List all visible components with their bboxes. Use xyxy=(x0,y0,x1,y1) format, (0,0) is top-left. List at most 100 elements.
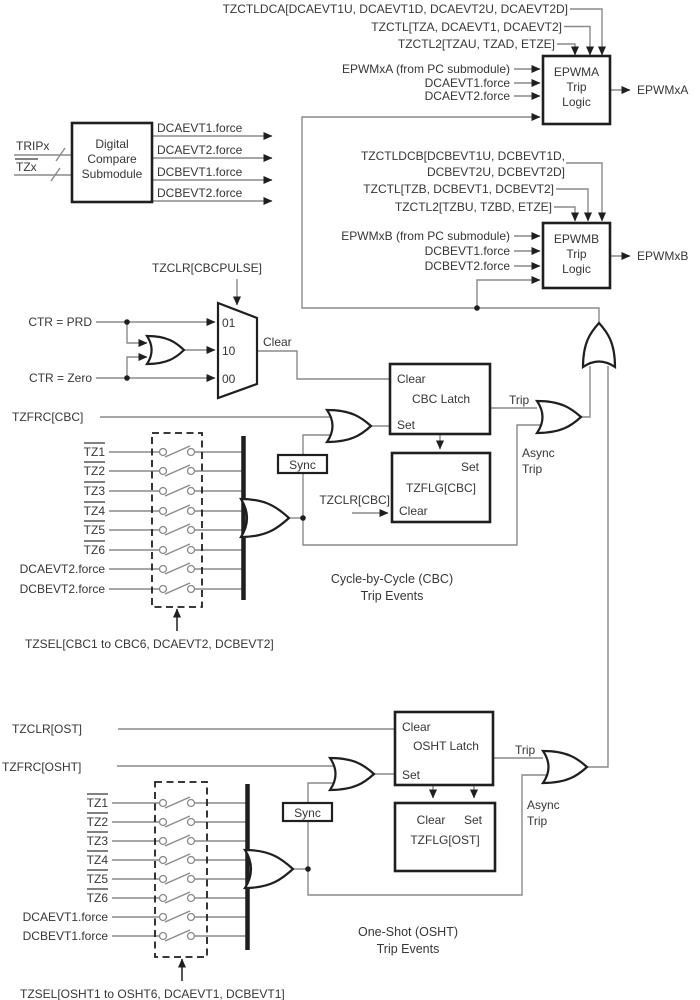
switch xyxy=(158,543,196,556)
osht-latch-set: Set xyxy=(402,768,421,782)
label-ctr-prd: CTR = PRD xyxy=(28,315,92,329)
switch xyxy=(158,445,196,458)
tzflg-ost-clear: Clear xyxy=(417,813,446,827)
switch xyxy=(158,464,196,477)
label-dcbevt2-force-in: DCBEVT2.force xyxy=(425,259,511,273)
tzflg-ost-title: TZFLG[OST] xyxy=(410,833,479,847)
ost-switches xyxy=(158,796,196,942)
cbc-pulse-mux xyxy=(216,301,259,400)
label-epwmxa-in: EPWMxA (from PC submodule) xyxy=(342,62,510,76)
mux-port-01: 01 xyxy=(222,316,236,330)
ost-sync-label: Sync xyxy=(294,806,321,820)
tzflg-cbc-box xyxy=(390,451,492,524)
label-ost-tz2: TZ2 xyxy=(87,815,109,829)
label-ost-async1: Async xyxy=(527,798,560,812)
wire-ost-sync-up xyxy=(307,782,339,869)
junction-dot xyxy=(305,866,311,872)
label-cbc-tz1: TZ1 xyxy=(84,445,106,459)
dc-box-line1: Digital xyxy=(95,137,128,151)
switch xyxy=(158,504,196,517)
epwmb-box-line2: Trip xyxy=(566,247,587,261)
ctr-or-gate xyxy=(144,334,186,366)
wire-tzctldca xyxy=(570,8,606,56)
wire-tzctl-a xyxy=(564,25,594,56)
bus-slash-tripx xyxy=(55,147,66,162)
epwma-box-line1: EPWMA xyxy=(554,65,599,79)
osht-latch-box xyxy=(393,710,495,787)
cbc-latch-clear: Clear xyxy=(397,372,426,386)
ost-caption-line2: Trip Events xyxy=(377,942,440,956)
switch xyxy=(158,484,196,497)
switch xyxy=(158,910,196,923)
label-cbc-tz6: TZ6 xyxy=(84,543,106,557)
label-tzsel-ost: TZSEL[OSHT1 to OSHT6, DCAEVT1, DCBEVT1] xyxy=(20,987,285,1000)
wire-tzctl2-b xyxy=(554,206,579,222)
ost-set-or-gate xyxy=(327,756,376,792)
label-epwmxb-out: EPWMxB xyxy=(637,249,688,263)
tzflg-ost-box xyxy=(393,801,497,873)
label-cbc-async2: Trip xyxy=(522,462,543,476)
label-tzfrc-osht: TZFRC[OSHT] xyxy=(2,760,81,774)
label-cbc-tz5: TZ5 xyxy=(84,523,106,537)
ost-sync-box xyxy=(281,801,334,823)
bus-slash-tzx xyxy=(50,167,61,182)
epwma-trip-logic-box xyxy=(541,54,612,126)
tzflg-cbc-clear: Clear xyxy=(399,504,428,518)
label-ost-tz1: TZ1 xyxy=(87,796,109,810)
label-dcaevt1-force-in: DCAEVT1.force xyxy=(425,76,511,90)
label-ost-async2: Trip xyxy=(527,814,548,828)
cbc-collect-or-gate xyxy=(239,497,291,539)
ost-switch-group-box xyxy=(154,781,208,958)
label-tripx: TRIPx xyxy=(16,139,49,153)
digital-compare-box xyxy=(70,121,154,204)
dc-box-line2: Compare xyxy=(87,152,137,166)
tzflg-cbc-title: TZFLG[CBC] xyxy=(406,481,476,495)
epwma-box-line3: Logic xyxy=(562,95,591,109)
junction-dot xyxy=(124,319,130,325)
cbc-caption-line1: Cycle-by-Cycle (CBC) xyxy=(331,572,453,586)
wire-trip-feedback-b xyxy=(476,276,541,308)
label-cbc-async1: Async xyxy=(522,446,555,460)
osht-latch-clear: Clear xyxy=(402,720,431,734)
cbc-trip-or-gate xyxy=(534,399,583,435)
ost-caption-line1: One-Shot (OSHT) xyxy=(358,925,458,939)
epwmb-box-line1: EPWMB xyxy=(554,232,599,246)
switch xyxy=(158,523,196,536)
ost-collect-or-gate xyxy=(243,848,295,890)
switch xyxy=(158,815,196,828)
label-tzctl-a: TZCTL[TZA, DCAEVT1, DCAEVT2] xyxy=(371,20,562,34)
label-tzctldcb-1: TZCTLDCB[DCBEVT1U, DCBEVT1D, xyxy=(361,149,565,163)
label-tzx: TZx xyxy=(16,160,37,174)
label-dc-out1: DCAEVT1.force xyxy=(157,121,243,135)
label-ost-tz4: TZ4 xyxy=(87,853,109,867)
osht-latch-title: OSHT Latch xyxy=(413,739,479,753)
label-cbc-tz3: TZ3 xyxy=(84,484,106,498)
epwmb-trip-logic-box xyxy=(541,221,612,290)
label-tzclr-cbcpulse: TZCLR[CBCPULSE] xyxy=(152,261,262,275)
wire-cbc-async xyxy=(302,424,541,546)
wire-zero-branch xyxy=(126,353,148,378)
switch xyxy=(158,872,196,885)
switch xyxy=(158,929,196,942)
label-dc-out2: DCAEVT2.force xyxy=(157,143,243,157)
junction-dot xyxy=(124,375,130,381)
label-epwmxb-in: EPWMxB (from PC submodule) xyxy=(341,229,510,243)
epwma-box-line2: Trip xyxy=(566,80,587,94)
dc-box-line3: Submodule xyxy=(82,167,143,181)
cbc-latch-set: Set xyxy=(397,418,416,432)
wire-tzctldcb xyxy=(566,162,606,222)
label-ctr-zero: CTR = Zero xyxy=(29,371,92,385)
label-dcbevt1-force-in: DCBEVT1.force xyxy=(425,244,511,258)
junction-dot xyxy=(474,305,480,311)
cbc-latch-title: CBC Latch xyxy=(412,392,470,406)
switch xyxy=(158,853,196,866)
label-cbc-dcbevt2: DCBEVT2.force xyxy=(20,582,106,596)
label-dcaevt2-force-in: DCAEVT2.force xyxy=(425,89,511,103)
wire-prd-branch xyxy=(126,322,148,347)
label-ost-tz6: TZ6 xyxy=(87,891,109,905)
mux-port-10: 10 xyxy=(222,344,236,358)
switch xyxy=(158,582,196,595)
tzflg-ost-set: Set xyxy=(464,813,483,827)
